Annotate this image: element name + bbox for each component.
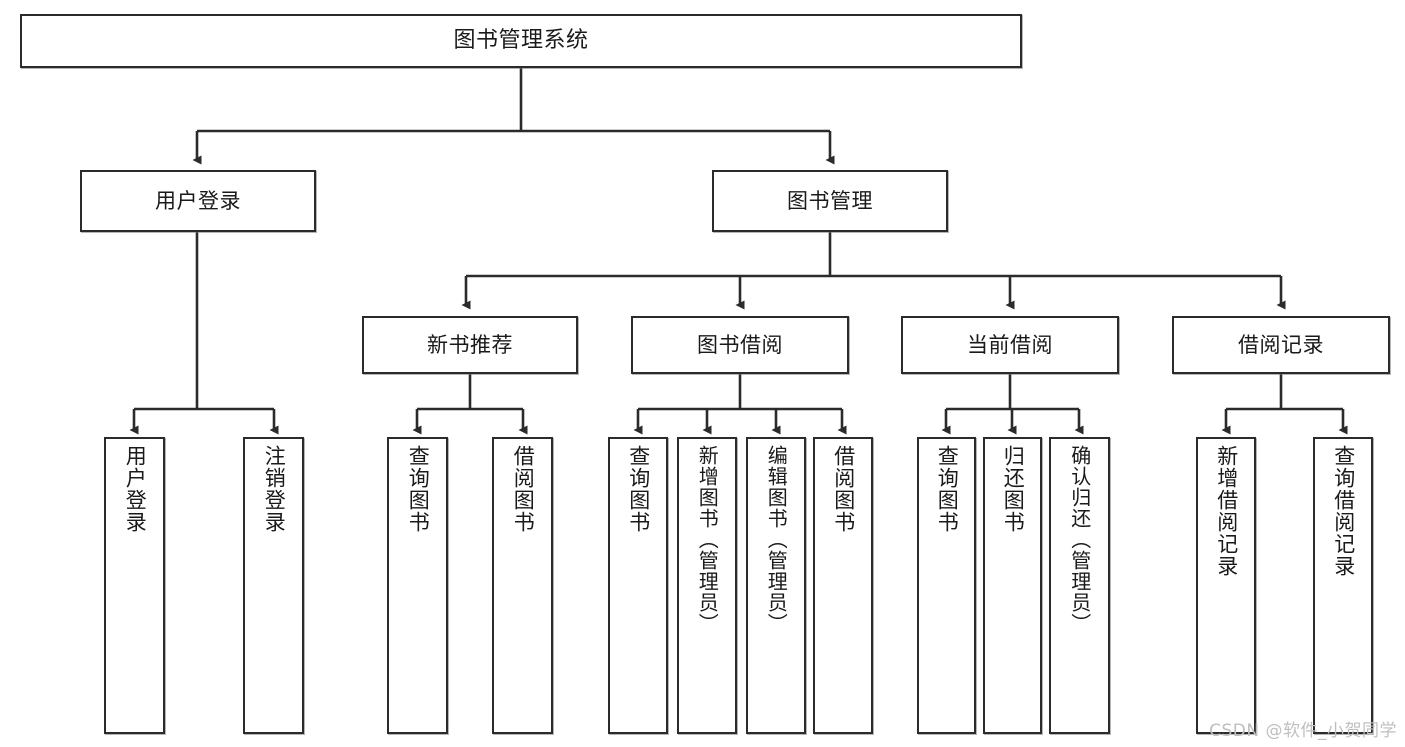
node-label: 确认归还（管理员） xyxy=(1067,445,1092,634)
node-label: 编辑图书（管理员） xyxy=(764,445,789,634)
node-borrow-records[interactable]: 借阅记录 xyxy=(1172,316,1390,374)
leaf-edit-book-admin[interactable]: 编辑图书（管理员） xyxy=(746,437,806,734)
node-root-library-management-system[interactable]: 图书管理系统 xyxy=(20,14,1022,68)
leaf-user-login[interactable]: 用户登录 xyxy=(104,437,165,734)
node-book-borrowing[interactable]: 图书借阅 xyxy=(631,316,849,374)
node-label: 新增图书（管理员） xyxy=(695,445,720,634)
node-label: 归还图书 xyxy=(1001,445,1026,533)
node-label: 查询图书 xyxy=(935,445,960,533)
leaf-logout[interactable]: 注销登录 xyxy=(243,437,304,734)
node-current-borrowing[interactable]: 当前借阅 xyxy=(901,316,1119,374)
node-label: 查询图书 xyxy=(626,445,651,533)
node-book-management[interactable]: 图书管理 xyxy=(712,170,948,232)
leaf-add-borrow-record[interactable]: 新增借阅记录 xyxy=(1196,437,1256,734)
node-label: 图书管理 xyxy=(787,188,873,213)
node-label: 图书借阅 xyxy=(697,332,783,357)
node-new-book-recommendation[interactable]: 新书推荐 xyxy=(362,316,578,374)
node-label: 用户登录 xyxy=(123,445,148,533)
leaf-query-books-new[interactable]: 查询图书 xyxy=(387,437,448,734)
node-label: 新书推荐 xyxy=(427,332,513,357)
node-label: 图书管理系统 xyxy=(453,28,589,54)
node-label: 用户登录 xyxy=(155,188,241,213)
node-label: 当前借阅 xyxy=(967,332,1053,357)
leaf-return-books[interactable]: 归还图书 xyxy=(983,437,1042,734)
leaf-borrow-books[interactable]: 借阅图书 xyxy=(813,437,873,734)
node-label: 新增借阅记录 xyxy=(1214,445,1239,577)
node-label: 查询图书 xyxy=(406,445,431,533)
leaf-query-borrow-record[interactable]: 查询借阅记录 xyxy=(1313,437,1373,734)
leaf-borrow-books-new[interactable]: 借阅图书 xyxy=(492,437,553,734)
node-label: 借阅记录 xyxy=(1238,332,1324,357)
node-label: 查询借阅记录 xyxy=(1331,445,1356,577)
leaf-confirm-return-admin[interactable]: 确认归还（管理员） xyxy=(1049,437,1110,734)
node-label: 借阅图书 xyxy=(831,445,856,533)
node-label: 借阅图书 xyxy=(511,445,536,533)
node-user-login[interactable]: 用户登录 xyxy=(80,170,316,232)
leaf-query-books-current[interactable]: 查询图书 xyxy=(917,437,976,734)
leaf-query-books-borrow[interactable]: 查询图书 xyxy=(608,437,668,734)
watermark-text: CSDN @软件_小贺同学 xyxy=(1209,721,1397,741)
node-label: 注销登录 xyxy=(262,445,287,533)
leaf-add-book-admin[interactable]: 新增图书（管理员） xyxy=(677,437,737,734)
